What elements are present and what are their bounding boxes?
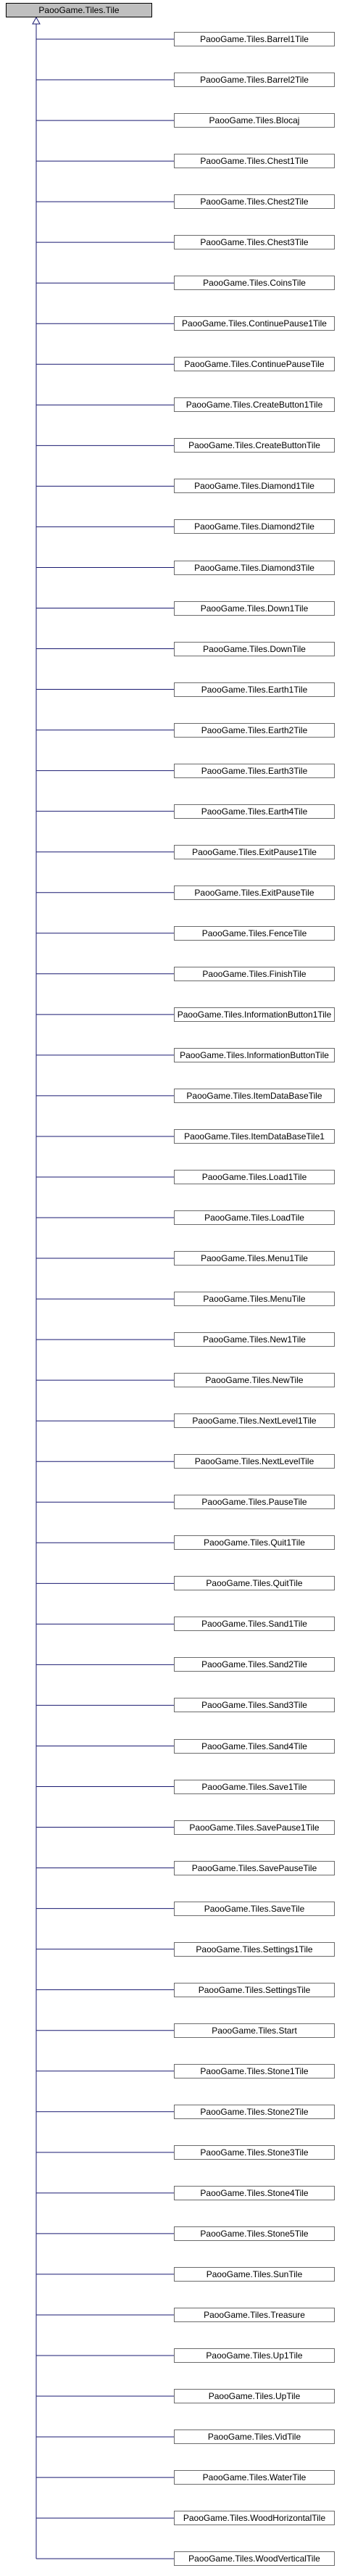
base-class-node[interactable]: PaooGame.Tiles.Tile xyxy=(6,3,152,17)
derived-class-node[interactable]: PaooGame.Tiles.VidTile xyxy=(174,2430,335,2445)
derived-class-node[interactable]: PaooGame.Tiles.FinishTile xyxy=(174,966,335,981)
derived-class-node[interactable]: PaooGame.Tiles.Save1Tile xyxy=(174,1779,335,1794)
derived-class-node[interactable]: PaooGame.Tiles.Barrel1Tile xyxy=(174,32,335,46)
derived-class-node[interactable]: PaooGame.Tiles.ExitPause1Tile xyxy=(174,844,335,859)
derived-class-node[interactable]: PaooGame.Tiles.New1Tile xyxy=(174,1332,335,1347)
derived-class-node[interactable]: PaooGame.Tiles.CreateButton1Tile xyxy=(174,397,335,413)
derived-class-node[interactable]: PaooGame.Tiles.CreateButtonTile xyxy=(174,438,335,453)
derived-class-node[interactable]: PaooGame.Tiles.QuitTile xyxy=(174,1576,335,1591)
derived-class-node[interactable]: PaooGame.Tiles.InformationButtonTile xyxy=(174,1047,335,1062)
derived-class-node[interactable]: PaooGame.Tiles.LoadTile xyxy=(174,1210,335,1225)
derived-class-node[interactable]: PaooGame.Tiles.Diamond1Tile xyxy=(174,479,335,494)
derived-class-node[interactable]: PaooGame.Tiles.Sand3Tile xyxy=(174,1698,335,1713)
derived-class-node[interactable]: PaooGame.Tiles.Diamond2Tile xyxy=(174,519,335,534)
derived-class-node[interactable]: PaooGame.Tiles.Menu1Tile xyxy=(174,1251,335,1266)
derived-class-node[interactable]: PaooGame.Tiles.ExitPauseTile xyxy=(174,885,335,900)
derived-class-node[interactable]: PaooGame.Tiles.Up1Tile xyxy=(174,2348,335,2363)
derived-class-node[interactable]: PaooGame.Tiles.CoinsTile xyxy=(174,276,335,291)
derived-class-node[interactable]: PaooGame.Tiles.NextLevelTile xyxy=(174,1454,335,1469)
derived-class-node[interactable]: PaooGame.Tiles.Quit1Tile xyxy=(174,1535,335,1551)
derived-class-node[interactable]: PaooGame.Tiles.Chest1Tile xyxy=(174,154,335,169)
derived-class-node[interactable]: PaooGame.Tiles.Chest2Tile xyxy=(174,194,335,210)
derived-class-node[interactable]: PaooGame.Tiles.Barrel2Tile xyxy=(174,73,335,87)
derived-class-node[interactable]: PaooGame.Tiles.Down1Tile xyxy=(174,600,335,616)
derived-class-node[interactable]: PaooGame.Tiles.Earth2Tile xyxy=(174,722,335,738)
derived-class-node[interactable]: PaooGame.Tiles.DownTile xyxy=(174,641,335,656)
derived-class-node[interactable]: PaooGame.Tiles.Earth4Tile xyxy=(174,804,335,819)
derived-class-node[interactable]: PaooGame.Tiles.NextLevel1Tile xyxy=(174,1413,335,1429)
derived-class-node[interactable]: PaooGame.Tiles.FenceTile xyxy=(174,925,335,941)
derived-class-node[interactable]: PaooGame.Tiles.ItemDataBaseTile1 xyxy=(174,1128,335,1144)
derived-class-node[interactable]: PaooGame.Tiles.Stone5Tile xyxy=(174,2226,335,2241)
derived-class-node[interactable]: PaooGame.Tiles.ContinuePauseTile xyxy=(174,357,335,372)
derived-class-node[interactable]: PaooGame.Tiles.Diamond3Tile xyxy=(174,560,335,575)
derived-class-node[interactable]: PaooGame.Tiles.Chest3Tile xyxy=(174,235,335,250)
derived-class-node[interactable]: PaooGame.Tiles.Blocaj xyxy=(174,113,335,128)
derived-class-node[interactable]: PaooGame.Tiles.WaterTile xyxy=(174,2470,335,2485)
derived-class-node[interactable]: PaooGame.Tiles.SavePauseTile xyxy=(174,1860,335,1875)
derived-class-node[interactable]: PaooGame.Tiles.Sand2Tile xyxy=(174,1657,335,1672)
derived-class-node[interactable]: PaooGame.Tiles.Earth3Tile xyxy=(174,763,335,778)
derived-class-node[interactable]: PaooGame.Tiles.Sand4Tile xyxy=(174,1738,335,1754)
derived-class-node[interactable]: PaooGame.Tiles.ItemDataBaseTile xyxy=(174,1088,335,1103)
derived-class-node[interactable]: PaooGame.Tiles.Earth1Tile xyxy=(174,682,335,697)
derived-class-node[interactable]: PaooGame.Tiles.Sand1Tile xyxy=(174,1617,335,1632)
derived-class-node[interactable]: PaooGame.Tiles.Stone2Tile xyxy=(174,2104,335,2119)
derived-class-node[interactable]: PaooGame.Tiles.Treasure xyxy=(174,2308,335,2322)
derived-class-node[interactable]: PaooGame.Tiles.Start xyxy=(174,2023,335,2038)
derived-class-node[interactable]: PaooGame.Tiles.Stone3Tile xyxy=(174,2144,335,2160)
inheritance-arrowhead xyxy=(32,16,41,25)
derived-class-node[interactable]: PaooGame.Tiles.WoodHorizontalTile xyxy=(174,2511,335,2526)
derived-class-node[interactable]: PaooGame.Tiles.Stone1Tile xyxy=(174,2063,335,2078)
derived-class-node[interactable]: PaooGame.Tiles.Load1Tile xyxy=(174,1170,335,1184)
derived-class-node[interactable]: PaooGame.Tiles.ContinuePause1Tile xyxy=(174,316,335,331)
derived-class-node[interactable]: PaooGame.Tiles.Stone4Tile xyxy=(174,2185,335,2200)
derived-class-node[interactable]: PaooGame.Tiles.SaveTile xyxy=(174,1901,335,1916)
derived-class-node[interactable]: PaooGame.Tiles.InformationButton1Tile xyxy=(174,1007,335,1022)
derived-class-node[interactable]: PaooGame.Tiles.WoodVerticalTile xyxy=(174,2551,335,2567)
derived-class-node[interactable]: PaooGame.Tiles.MenuTile xyxy=(174,1292,335,1307)
derived-class-node[interactable]: PaooGame.Tiles.NewTile xyxy=(174,1373,335,1388)
derived-class-node[interactable]: PaooGame.Tiles.PauseTile xyxy=(174,1495,335,1510)
derived-class-node[interactable]: PaooGame.Tiles.Settings1Tile xyxy=(174,1941,335,1957)
derived-class-node[interactable]: PaooGame.Tiles.SettingsTile xyxy=(174,1982,335,1997)
derived-class-node[interactable]: PaooGame.Tiles.SunTile xyxy=(174,2266,335,2282)
derived-class-node[interactable]: PaooGame.Tiles.SavePause1Tile xyxy=(174,1820,335,1835)
derived-class-node[interactable]: PaooGame.Tiles.UpTile xyxy=(174,2389,335,2403)
